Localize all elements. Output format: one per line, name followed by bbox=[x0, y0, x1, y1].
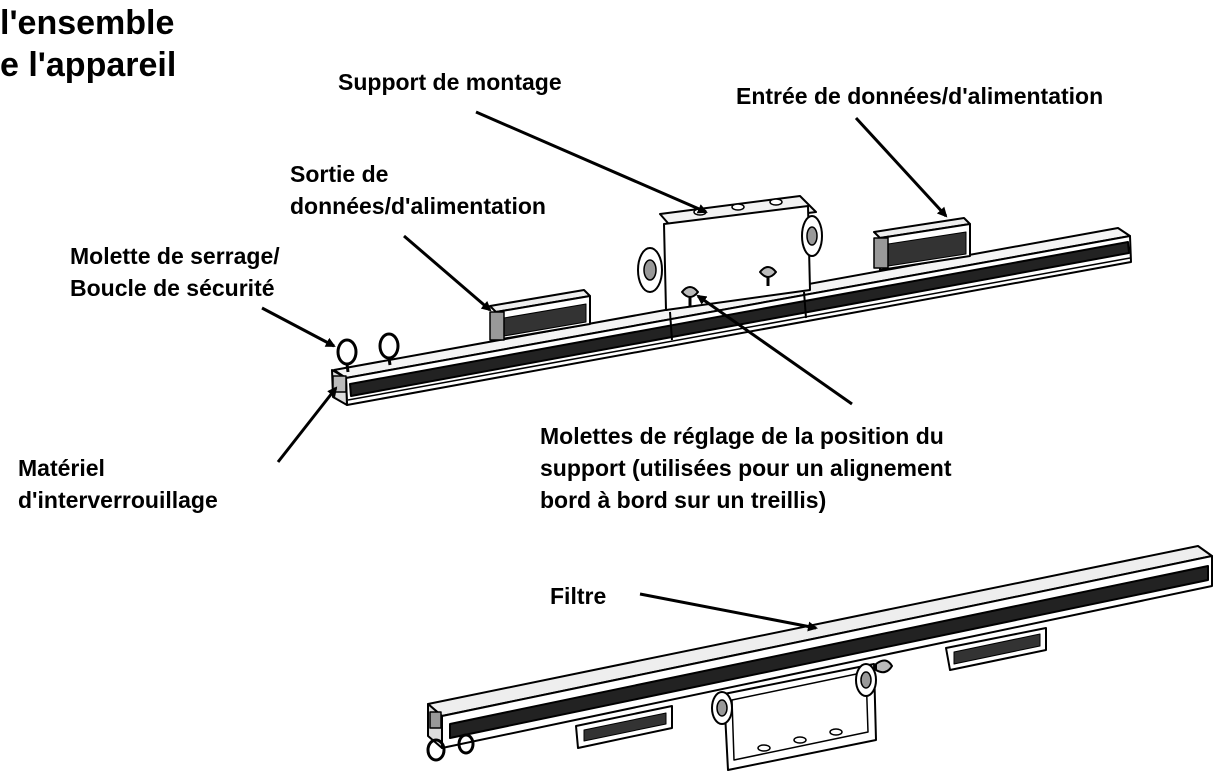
label-interlock-line-1: Matériel bbox=[18, 455, 105, 481]
label-clamp-knob-line-2: Boucle de sécurité bbox=[70, 275, 275, 301]
lower-bracket bbox=[723, 663, 877, 771]
safety-ring-1 bbox=[336, 338, 358, 366]
label-data-power-in-text: Entrée de données/d'alimentation bbox=[736, 83, 1104, 109]
label-mounting-bracket-text: Support de montage bbox=[338, 69, 562, 95]
bracket-front bbox=[663, 205, 811, 311]
label-clamp-knob: Molette de serrage/ Boucle de sécurité bbox=[70, 240, 280, 304]
label-data-power-out-line-2: données/d'alimentation bbox=[290, 193, 546, 219]
data-out-connector bbox=[489, 311, 505, 341]
fixture-top-view bbox=[331, 195, 1132, 406]
arrow-clamp-knob bbox=[261, 306, 336, 348]
label-mounting-bracket: Support de montage bbox=[338, 66, 562, 98]
label-adjust-knobs-line-1: Molettes de réglage de la position du bbox=[540, 423, 944, 449]
label-adjust-knobs-line-3: bord à bord sur un treillis) bbox=[540, 487, 827, 513]
label-interlock-line-2: d'interverrouillage bbox=[18, 487, 218, 513]
arrow-data-power-in bbox=[854, 116, 948, 218]
page-title-line-1: l'ensemble bbox=[0, 4, 175, 42]
adjust-knob-1 bbox=[681, 286, 699, 298]
label-clamp-knob-line-1: Molette de serrage/ bbox=[70, 243, 280, 269]
label-filter: Filtre bbox=[550, 580, 606, 612]
adjust-knob-2 bbox=[759, 266, 777, 278]
arrow-mounting-bracket bbox=[475, 110, 708, 214]
bar-led-strip bbox=[349, 241, 1130, 397]
arrow-filter bbox=[639, 592, 818, 632]
fixture-front-view bbox=[426, 545, 1213, 771]
label-data-power-out-line-1: Sortie de bbox=[290, 161, 389, 187]
label-interlock: Matériel d'interverrouillage bbox=[18, 452, 218, 516]
arrow-data-power-out bbox=[403, 234, 492, 312]
data-in-connector bbox=[873, 237, 889, 269]
arrow-interlock bbox=[276, 386, 338, 463]
label-filter-text: Filtre bbox=[550, 583, 607, 609]
page-title: l'ensemble e l'appareil bbox=[0, 2, 176, 86]
label-data-power-in: Entrée de données/d'alimentation bbox=[736, 80, 1103, 112]
filter-strip bbox=[449, 565, 1209, 739]
label-adjust-knobs-line-2: support (utilisées pour un alignement bbox=[540, 455, 952, 481]
arrow-adjust-knobs bbox=[696, 294, 853, 406]
page-title-line-2: e l'appareil bbox=[0, 46, 177, 84]
safety-ring-2 bbox=[378, 332, 400, 360]
label-data-power-out: Sortie de données/d'alimentation bbox=[290, 158, 546, 222]
label-adjust-knobs: Molettes de réglage de la position du su… bbox=[540, 420, 951, 516]
